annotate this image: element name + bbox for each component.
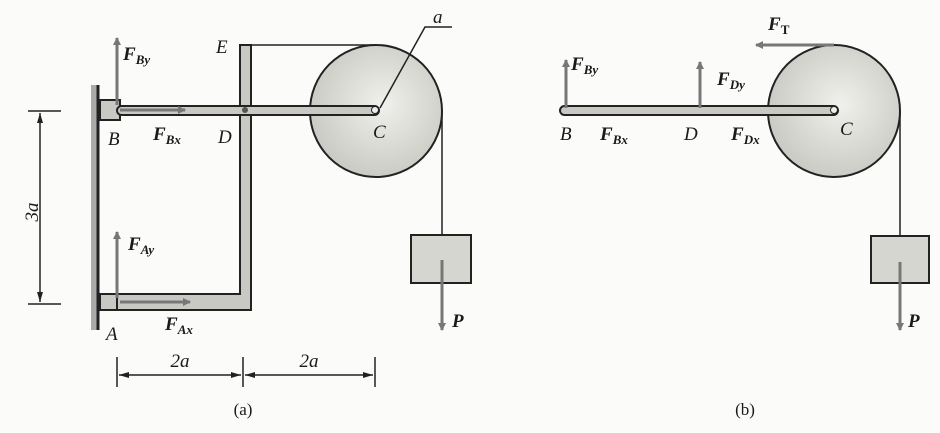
label-f-by: FBy xyxy=(570,54,598,77)
wall-hatch xyxy=(91,85,97,330)
point-d: D xyxy=(683,124,698,145)
panel-a: a FBy FBx FAy FAx P B D C E A 3a 2a 2a (… xyxy=(22,7,472,419)
label-f-bx: FBx xyxy=(152,124,181,147)
label-f-bx: FBx xyxy=(599,124,628,147)
pin-d xyxy=(242,107,248,113)
caption-a: (a) xyxy=(234,400,253,419)
point-b: B xyxy=(108,129,120,150)
pin-c xyxy=(830,106,838,114)
label-p: P xyxy=(451,311,464,332)
point-c: C xyxy=(373,122,386,143)
label-p: P xyxy=(907,311,920,332)
dim-left-label: 2a xyxy=(171,351,190,372)
point-e: E xyxy=(215,37,228,58)
dim-right-label: 2a xyxy=(300,351,319,372)
label-f-ay: FAy xyxy=(127,234,154,257)
point-b: B xyxy=(560,124,572,145)
panel-b: FT FBy FDy FBx FDx P B D C (b) xyxy=(559,14,930,419)
bar-ade xyxy=(116,44,252,311)
caption-b: (b) xyxy=(735,400,755,419)
radius-leader xyxy=(379,26,452,109)
dim-height-label: 3a xyxy=(22,203,43,223)
point-c: C xyxy=(840,119,853,140)
label-f-dx: FDx xyxy=(730,124,760,147)
pin-c xyxy=(371,106,379,114)
point-a: A xyxy=(104,324,118,345)
label-f-t: FT xyxy=(767,14,790,37)
label-f-by: FBy xyxy=(122,44,150,67)
label-f-dy: FDy xyxy=(716,69,745,92)
label-f-ax: FAx xyxy=(164,314,193,337)
radius-label: a xyxy=(433,7,443,28)
support-b xyxy=(99,99,121,121)
point-d: D xyxy=(217,127,232,148)
